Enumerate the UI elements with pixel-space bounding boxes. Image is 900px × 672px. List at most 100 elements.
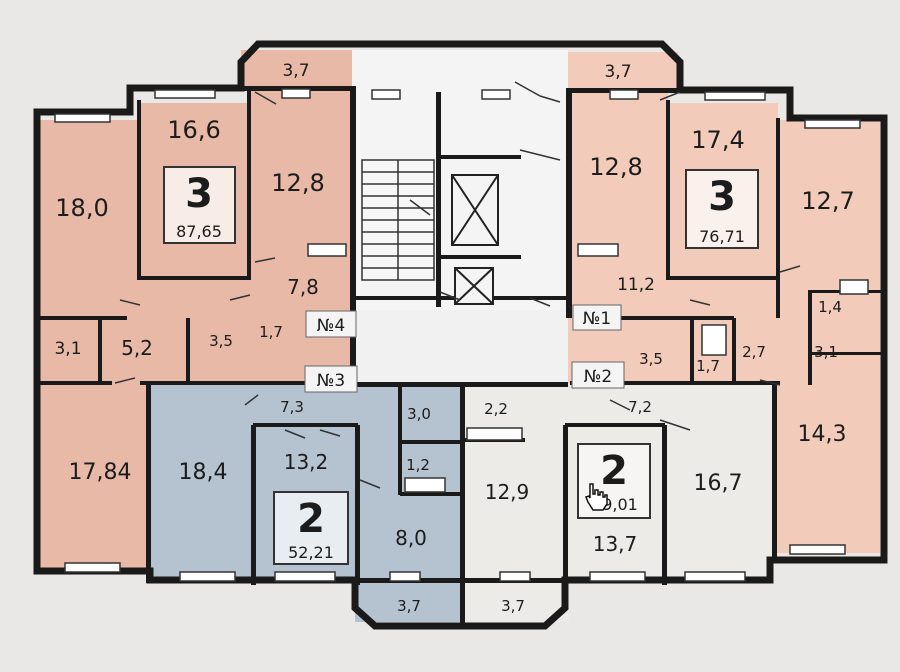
room-area-label: 1,7 — [696, 357, 720, 375]
apartment-area-2: 76,71 — [699, 227, 745, 246]
window — [589, 571, 646, 582]
door-swings — [114, 81, 801, 489]
window — [684, 571, 746, 582]
apartment-plaque-2 — [685, 169, 759, 249]
wall-v-150 — [146, 383, 151, 583]
wall-h-elevator-mid — [441, 255, 521, 259]
room-area-label: 1,4 — [818, 298, 842, 316]
wall-v-bath-l — [186, 318, 190, 383]
wall-h-elevator-top — [441, 155, 521, 159]
room-area-label: 12,9 — [485, 480, 530, 504]
window — [389, 571, 421, 582]
room-fill-12-8-right — [568, 90, 668, 310]
window — [609, 89, 639, 100]
corridor-fill — [352, 310, 568, 385]
wall-h-3-0-bottom — [400, 440, 460, 444]
room-area-label: 16,6 — [167, 116, 220, 144]
window — [839, 279, 869, 295]
apartment-rooms-1: 3 — [185, 171, 213, 217]
window — [499, 571, 531, 582]
room-area-label: 13,2 — [284, 450, 329, 474]
apartment-number-1: №1 — [583, 309, 612, 329]
room-area-label: 18,0 — [55, 194, 108, 222]
wall-h-corridor-bottom — [352, 382, 568, 387]
window — [54, 113, 111, 123]
room-area-label: 3,0 — [407, 405, 431, 423]
room-fill-3-7-bottom-right — [462, 580, 569, 622]
room-area-label: 17,84 — [69, 460, 132, 485]
window — [404, 477, 446, 493]
wall-v-bath-r — [732, 318, 736, 383]
apartment-number-tags: №4 №1 №3 №2 — [304, 304, 625, 393]
room-area-label: 3,1 — [814, 343, 838, 361]
wall-h-left-bath-bottom — [37, 381, 112, 385]
wall-v-775 — [772, 383, 777, 563]
apartment-rooms-2: 3 — [708, 174, 736, 220]
room-area-label: 12,7 — [801, 187, 854, 215]
wall-v-360 — [355, 425, 360, 585]
window — [704, 91, 766, 101]
room-fill-12-8-left — [249, 88, 352, 263]
apartment-area-3: 52,21 — [288, 543, 334, 562]
wall-v-253 — [251, 425, 256, 585]
wall-h-16-6-bottom — [137, 276, 251, 280]
apartment-number-3: №3 — [317, 371, 346, 391]
wall-h-13-2-top — [253, 423, 358, 427]
room-fills — [37, 50, 880, 622]
room-area-label: 2,2 — [484, 400, 508, 418]
wall-v-bath-l2 — [98, 318, 102, 383]
hand-cursor-icon — [585, 483, 608, 511]
apartment-area-4: 9,01 — [602, 495, 638, 514]
room-fill-3-7-bottom-left — [355, 580, 462, 622]
apartment-number-2: №2 — [584, 367, 613, 387]
window — [481, 89, 511, 100]
room-fill-14-3 — [775, 383, 880, 553]
window — [577, 243, 619, 257]
wall-v-stairs — [436, 92, 441, 307]
room-fill-17-84 — [37, 383, 150, 571]
room-area-label: 5,2 — [121, 336, 153, 360]
wall-h-left-17-84-top — [140, 381, 355, 385]
room-area-label: 13,7 — [593, 532, 638, 556]
wall-v-462 — [460, 385, 465, 623]
apartment-plaque-3 — [273, 491, 349, 565]
room-area-label: 1,7 — [259, 323, 283, 341]
wall-v-bath-r2 — [808, 290, 812, 385]
apartment-number-tag-bg — [305, 310, 357, 338]
apartment-rooms-3: 2 — [297, 496, 325, 542]
room-area-label: 14,3 — [798, 422, 847, 447]
wall-v-352 — [350, 88, 356, 388]
wall-v-778 — [776, 118, 780, 318]
room-area-label: 3,7 — [282, 61, 309, 81]
apartment-labels: 3 87,65 3 76,71 2 52,21 2 9,01 — [176, 171, 745, 562]
window — [701, 324, 727, 356]
room-fill-12-7 — [778, 120, 880, 300]
wall-h-right-bath-top — [620, 316, 734, 320]
wall-h-left-bath-top — [37, 316, 127, 320]
wall-h-13-7-top — [565, 423, 665, 427]
window — [371, 89, 401, 100]
wall-h-17-4-bottom — [666, 276, 780, 280]
room-area-label: 3,7 — [604, 62, 631, 82]
window — [804, 119, 861, 129]
room-fill-3-7-top-right — [568, 52, 678, 90]
room-area-label: 11,2 — [617, 275, 655, 295]
room-area-label: 3,1 — [54, 339, 81, 359]
wall-v-665 — [662, 425, 667, 585]
room-area-label: 7,3 — [280, 398, 304, 416]
room-labels: 18,0 16,6 12,8 3,7 7,8 3,1 5,2 3,5 1,7 3… — [54, 61, 854, 615]
room-fill-3-7-top-left — [241, 50, 352, 88]
apartment-rooms-4: 2 — [600, 448, 628, 494]
room-area-label: 7,2 — [628, 398, 652, 416]
apartment-number-tag-bg — [571, 361, 625, 389]
room-area-label: 16,7 — [694, 471, 743, 496]
room-area-label: 3,7 — [397, 597, 421, 615]
room-area-label: 1,2 — [406, 456, 430, 474]
room-area-label: 3,5 — [639, 350, 663, 368]
apartment-number-4: №4 — [317, 316, 346, 336]
window — [179, 571, 236, 582]
window — [466, 427, 523, 441]
room-area-label: 8,0 — [395, 526, 427, 550]
room-area-label: 7,8 — [287, 275, 319, 299]
